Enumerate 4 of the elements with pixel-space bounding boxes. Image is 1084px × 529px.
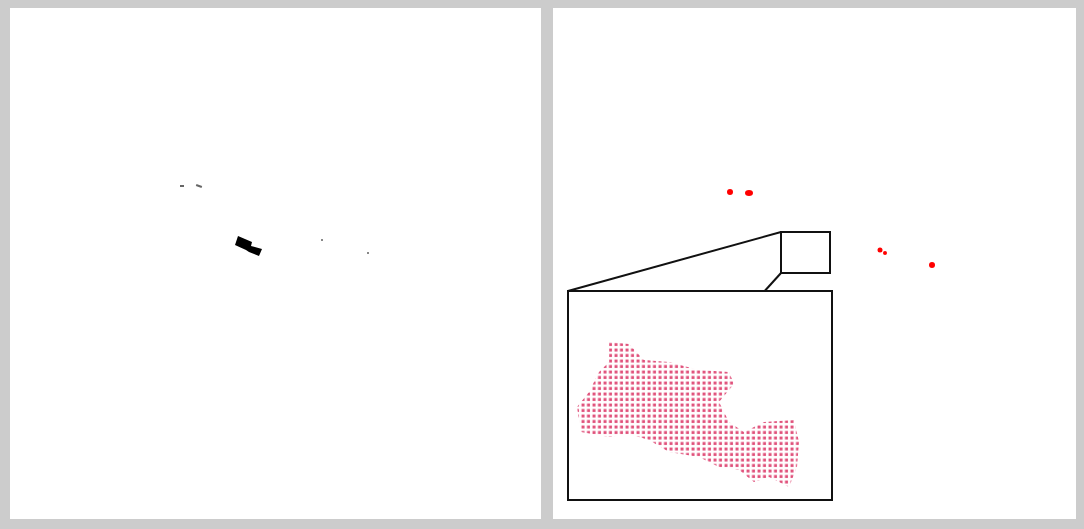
zoom-connector-line [763,272,782,292]
zoom-box [780,231,831,274]
inset-panel [567,290,833,501]
zoom-connector-line [567,231,782,292]
